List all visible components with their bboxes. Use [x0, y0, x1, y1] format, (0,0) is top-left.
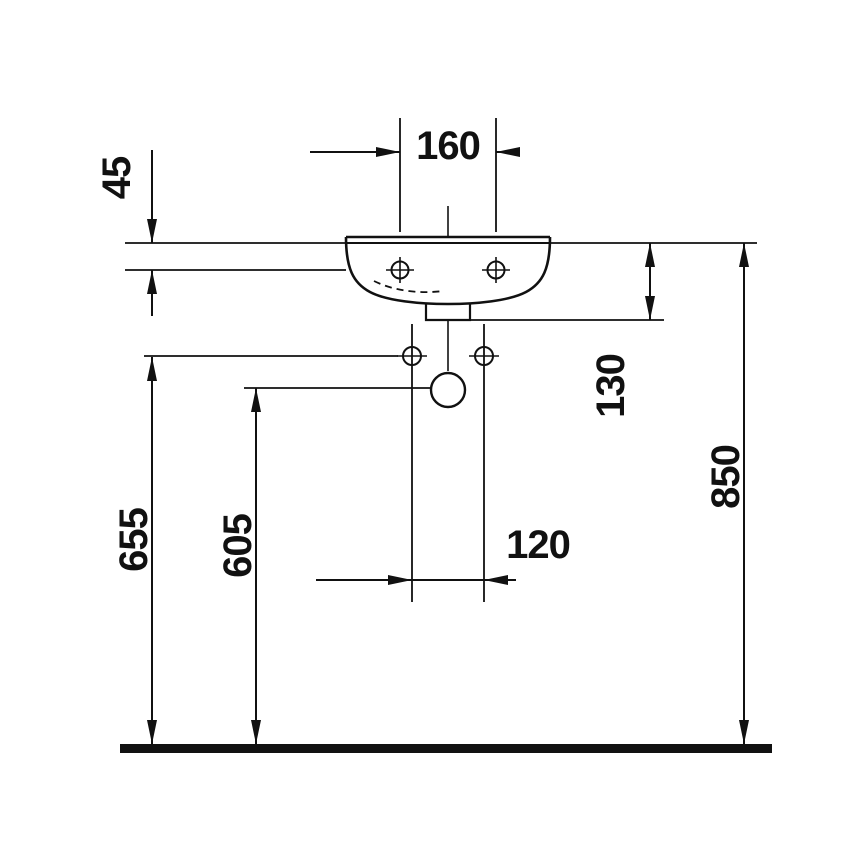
dim-655-arrow-up-icon [147, 357, 157, 381]
dim-120 [316, 575, 516, 585]
tap-hole-right [482, 257, 510, 283]
dim-605-arrow-up-icon [251, 388, 261, 412]
dim-45-arrow-up-icon [147, 270, 157, 294]
basin-bowl-outline [344, 236, 552, 306]
dim-120-label: 120 [506, 523, 571, 567]
tap-hole-left [386, 257, 414, 283]
dim-160-arrow-right-icon [376, 147, 400, 157]
dim-120-arrow-right-icon [388, 575, 412, 585]
dim-160-arrow-left-icon [496, 147, 520, 157]
dim-655 [144, 355, 398, 744]
dim-160-label: 160 [416, 124, 481, 168]
fixing-hole-left [397, 346, 427, 366]
dim-120-arrow-left-icon [484, 575, 508, 585]
siphon-cover [424, 303, 472, 322]
dim-130 [470, 243, 664, 321]
dim-160 [310, 118, 520, 232]
dim-45-label: 45 [95, 156, 139, 200]
dim-850-arrow-down-icon [739, 720, 749, 744]
ground-line [120, 744, 772, 753]
dim-605 [244, 387, 430, 744]
dim-605-arrow-down-icon [251, 720, 261, 744]
dim-45 [125, 150, 346, 316]
basin-hidden-edge-dashed [373, 280, 444, 294]
drain-outlet-circle [429, 371, 467, 409]
basin [344, 206, 552, 322]
installation-points [397, 321, 499, 602]
dim-130-label: 130 [589, 354, 633, 418]
dim-850-arrow-up-icon [739, 243, 749, 267]
dim-605-label: 605 [216, 514, 260, 578]
dim-850 [550, 242, 757, 744]
dim-130-arrow-up-icon [645, 243, 655, 267]
dim-655-arrow-down-icon [147, 720, 157, 744]
dim-45-arrow-down-icon [147, 219, 157, 243]
fixing-hole-right [469, 346, 499, 366]
dim-655-label: 655 [112, 508, 156, 572]
dim-850-label: 850 [704, 445, 748, 509]
dim-130-arrow-down-icon [645, 296, 655, 320]
